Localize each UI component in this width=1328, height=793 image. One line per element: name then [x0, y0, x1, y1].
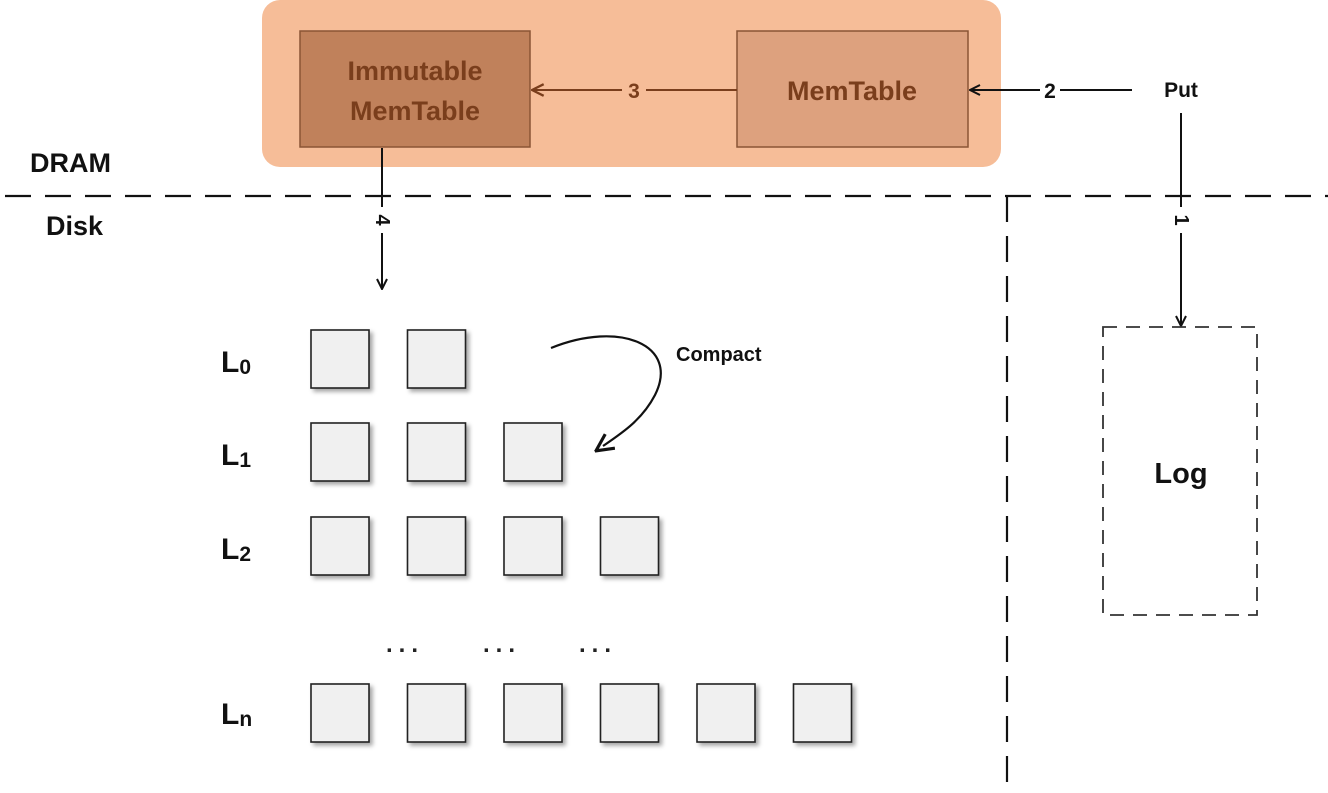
sstable-block — [310, 422, 370, 482]
level-label: Ln — [221, 698, 252, 731]
sstable-block — [406, 422, 467, 482]
step-3-label: 3 — [628, 80, 640, 103]
step-4-label-bg — [372, 207, 392, 233]
level-L1: L1 — [221, 422, 563, 482]
memtable-label: MemTable — [787, 76, 917, 106]
put-label: Put — [1164, 79, 1198, 102]
dram-label: DRAM — [30, 148, 111, 178]
step-3-label-bg — [622, 78, 646, 102]
ellipsis-3: ... — [579, 631, 617, 658]
sstable-block — [310, 683, 370, 743]
sstable-block — [503, 422, 563, 482]
compact-arrow — [550, 335, 662, 446]
sstable-block — [599, 516, 660, 576]
level-L0: L0 — [221, 329, 467, 389]
sstable-block — [503, 683, 563, 743]
step-1-label-bg — [1171, 207, 1191, 233]
immutable-memtable-box — [299, 30, 531, 148]
sstable-block — [792, 683, 853, 743]
step-4-label: 4 — [371, 214, 393, 226]
ellipsis-2: ... — [483, 631, 521, 658]
immutable-memtable-label: Immutable — [347, 56, 482, 86]
level-L2: L2 — [221, 516, 660, 576]
log-box — [1102, 326, 1258, 616]
log-label: Log — [1154, 458, 1207, 490]
sstable-block — [310, 516, 370, 576]
sstable-block — [406, 683, 467, 743]
step-2-label: 2 — [1044, 80, 1056, 103]
level-label: L0 — [221, 346, 251, 379]
sstable-block — [503, 516, 563, 576]
sstable-block — [599, 683, 660, 743]
sstable-block — [310, 329, 370, 389]
step-1-label: 1 — [1170, 214, 1192, 225]
sstable-block — [696, 683, 756, 743]
ellipsis-1: ... — [386, 631, 424, 658]
sstable-block — [406, 329, 467, 389]
disk-label: Disk — [46, 211, 104, 241]
immutable-memtable-label-line2: MemTable — [350, 96, 480, 126]
level-label: L2 — [221, 533, 251, 566]
level-Ln: Ln — [221, 683, 853, 743]
step-2-label-bg — [1040, 78, 1060, 102]
level-label: L1 — [221, 439, 251, 472]
memtable-box — [736, 30, 969, 148]
compact-label: Compact — [676, 344, 762, 366]
sstable-block — [406, 516, 467, 576]
